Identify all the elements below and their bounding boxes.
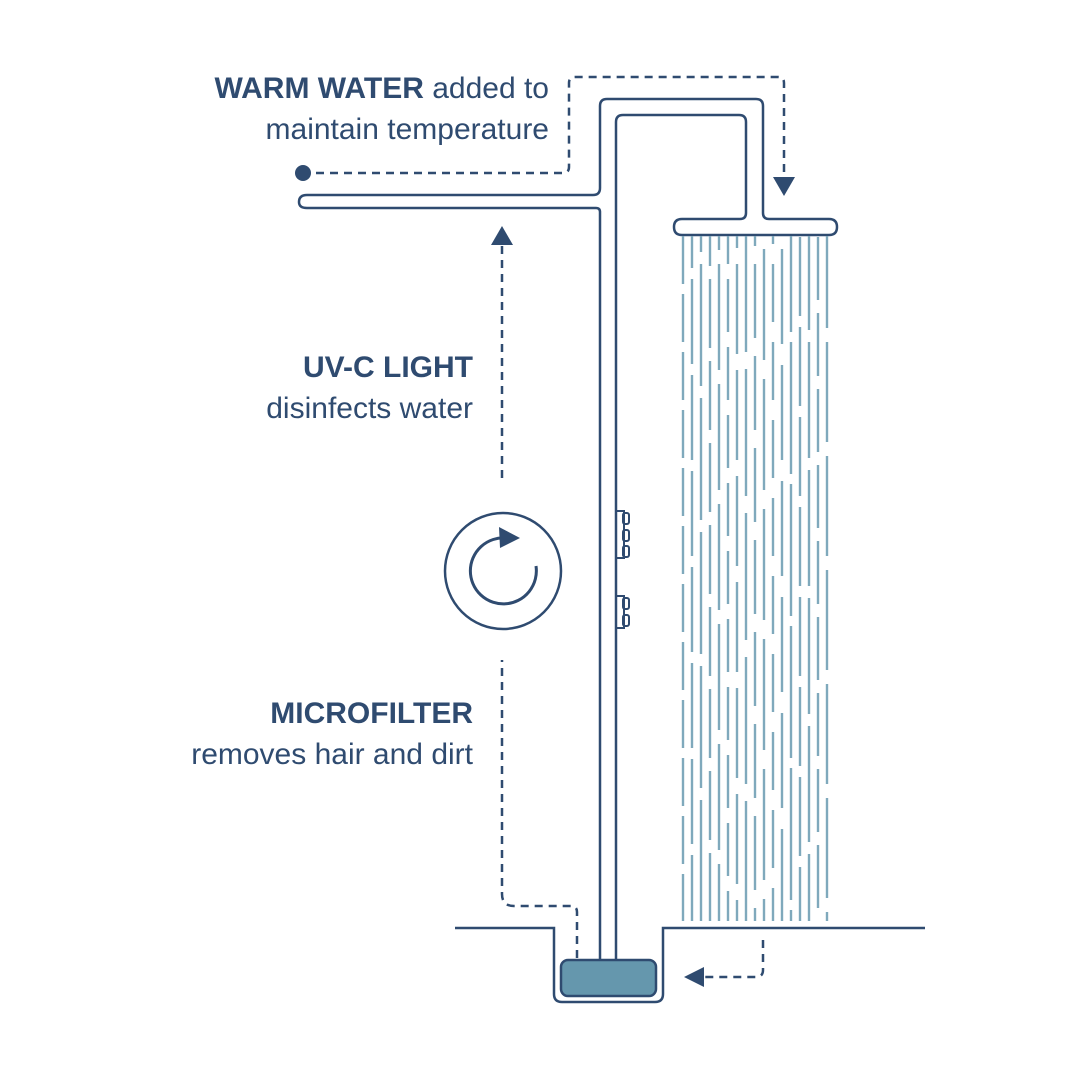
- return-flow-path: [704, 940, 765, 979]
- microfilter-label: MICROFILTER removes hair and dirt: [191, 693, 473, 775]
- warm-water-label: WARM WATER added to maintain temperature: [214, 68, 549, 150]
- recirculation-icon: [443, 511, 563, 631]
- microfilter-title: MICROFILTER: [270, 697, 473, 730]
- return-arrow-icon: [684, 967, 704, 987]
- floor-line: [455, 926, 925, 1004]
- microfilter-block: [559, 958, 658, 998]
- warm-water-line2: maintain temperature: [265, 113, 549, 146]
- warm-water-dot: [295, 165, 311, 181]
- warm-water-arrow-icon: [773, 177, 795, 196]
- uv-c-line2: disinfects water: [266, 392, 473, 425]
- uv-c-label: UV-C LIGHT disinfects water: [266, 347, 473, 429]
- upflow-arrow-icon: [491, 226, 513, 245]
- uv-c-title: UV-C LIGHT: [303, 351, 473, 384]
- warm-water-rest: added to: [432, 72, 549, 105]
- control-buttons-lower: [616, 595, 630, 629]
- filtered-flow-path-lower: [500, 660, 579, 958]
- microfilter-line2: removes hair and dirt: [191, 738, 473, 771]
- water-streams: [681, 236, 829, 921]
- shower-pipe-outline: [297, 97, 839, 960]
- control-buttons-upper: [616, 510, 630, 559]
- warm-water-title: WARM WATER: [214, 72, 424, 105]
